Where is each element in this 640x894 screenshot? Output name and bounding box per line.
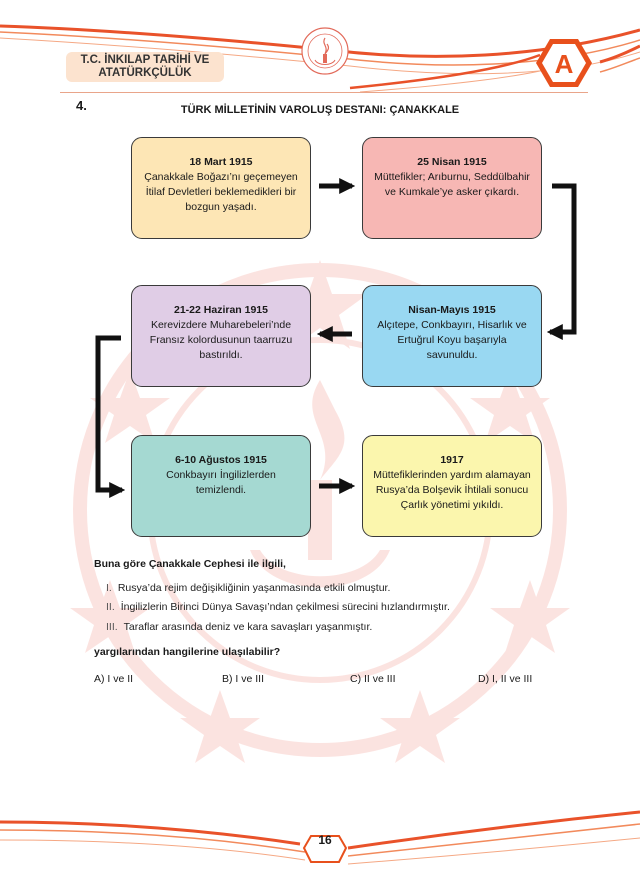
statement-number: III. bbox=[106, 621, 118, 633]
answer-option-c[interactable]: C) II ve III bbox=[350, 673, 396, 685]
statement-iii: III. Taraflar arasında deniz ve kara sava… bbox=[106, 621, 372, 633]
card-title: Nisan-Mayıs 1915 bbox=[408, 304, 496, 316]
question-number: 4. bbox=[76, 98, 87, 113]
timeline-arrows bbox=[95, 177, 577, 499]
timeline-card-25-nisan-1915: 25 Nisan 1915 Müttefikler; Arıburnu, Sed… bbox=[362, 137, 542, 239]
answer-option-b[interactable]: B) I ve III bbox=[222, 673, 265, 685]
card-title: 6-10 Ağustos 1915 bbox=[175, 454, 267, 466]
statement-text: Taraflar arasında deniz ve kara savaşlar… bbox=[123, 621, 373, 633]
card-text-line: İtilaf Devletleri beklemedikleri bir bbox=[145, 186, 297, 198]
statement-text: Rusya’da rejim değişikliğinin yaşanmasın… bbox=[117, 582, 391, 594]
footer-decoration bbox=[0, 810, 640, 865]
card-text-line: bastırıldı. bbox=[199, 349, 243, 361]
card-text-line: Çanakkale Boğazı’nı geçemeyen bbox=[144, 171, 298, 183]
card-text-line: Müttefikler; Arıburnu, Seddülbahir bbox=[374, 171, 530, 183]
connector-arrow-icon bbox=[95, 335, 126, 499]
connector-arrow-icon bbox=[546, 183, 577, 341]
subject-badge: T.C. İNKILAP TARİHİ VE ATATÜRKÇÜLÜK bbox=[66, 52, 224, 82]
card-title: 1917 bbox=[440, 454, 464, 466]
statement-number: I. bbox=[106, 582, 112, 594]
statement-number: II. bbox=[106, 601, 115, 613]
subject-line-2: ATATÜRKÇÜLÜK bbox=[98, 67, 192, 79]
timeline-card-18-mart-1915: 18 Mart 1915 Çanakkale Boğazı’nı geçemey… bbox=[131, 137, 311, 239]
timeline-card-6-10-agustos-1915: 6-10 Ağustos 1915 Conkbayırı İngilizlerd… bbox=[131, 435, 311, 537]
statement-i: I. Rusya’da rejim değişikliğinin yaşanmas… bbox=[106, 582, 390, 594]
card-text-line: Conkbayırı İngilizlerden bbox=[166, 469, 276, 481]
header-divider bbox=[60, 92, 588, 93]
card-text-line: bozgun yaşadı. bbox=[185, 201, 257, 213]
card-text-line: Çarlık yönetimi yıkıldı. bbox=[400, 499, 504, 511]
svg-text:A: A bbox=[555, 49, 574, 79]
subject-line-1: T.C. İNKILAP TARİHİ VE bbox=[80, 54, 210, 66]
card-text-line: Ertuğrul Koyu başarıyla bbox=[397, 334, 507, 346]
page-heading: TÜRK MİLLETİNİN VAROLUŞ DESTANI: ÇANAKKA… bbox=[180, 104, 460, 116]
timeline-card-21-22-haziran-1915: 21-22 Haziran 1915 Kerevizdere Muharebel… bbox=[131, 285, 311, 387]
card-text-line: Fransız kolordusunun taarruzu bbox=[149, 334, 293, 346]
card-title: 18 Mart 1915 bbox=[189, 156, 253, 168]
page-number: 16 bbox=[318, 833, 332, 847]
card-text-line: Kerevizdere Muharebeleri’nde bbox=[150, 319, 292, 331]
statement-ii: II. İngilizlerin Birinci Dünya Savaşı’nda… bbox=[106, 601, 450, 613]
card-title: 25 Nisan 1915 bbox=[417, 156, 487, 168]
timeline-card-nisan-mayis-1915: Nisan-Mayıs 1915 Alçıtepe, Conkbayırı, H… bbox=[362, 285, 542, 387]
card-text-line: savunuldu. bbox=[426, 349, 478, 361]
timeline-card-1917: 1917 Müttefiklerinden yardım alamayan Ru… bbox=[362, 435, 542, 537]
answer-option-a[interactable]: A) I ve II bbox=[94, 673, 134, 685]
question-intro: Buna göre Çanakkale Cephesi ile ilgili, bbox=[94, 558, 286, 570]
ministry-seal-icon bbox=[301, 27, 349, 75]
answer-option-d[interactable]: D) I, II ve III bbox=[478, 673, 533, 685]
card-title: 21-22 Haziran 1915 bbox=[174, 304, 268, 316]
card-text-line: Müttefiklerinden yardım alamayan bbox=[373, 469, 531, 481]
statement-text: İngilizlerin Birinci Dünya Savaşı’ndan ç… bbox=[120, 601, 450, 613]
question-prompt: yargılarından hangilerine ulaşılabilir? bbox=[94, 646, 281, 658]
card-text-line: ve Kumkale’ye asker çıkardı. bbox=[384, 186, 520, 198]
card-text-line: temizlendi. bbox=[195, 484, 247, 496]
card-text-line: Alçıtepe, Conkbayırı, Hisarlık ve bbox=[377, 319, 527, 331]
card-text-line: Rusya’da Bolşevik İhtilali sonucu bbox=[375, 484, 529, 496]
level-a-badge-icon: A bbox=[536, 39, 592, 87]
